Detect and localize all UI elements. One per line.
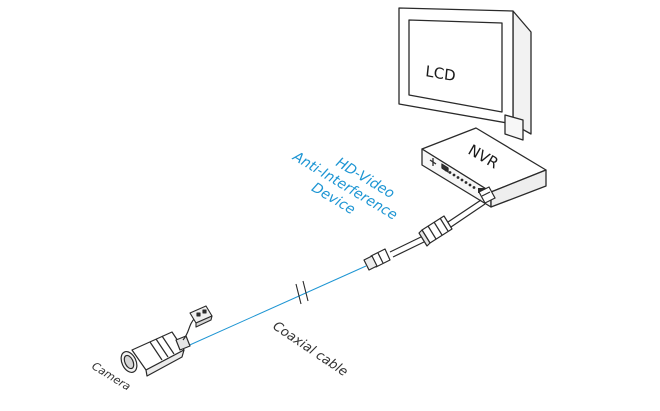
device-label-group: HD-Video Anti-Interference Device — [289, 148, 400, 223]
lcd-monitor — [398, 7, 532, 141]
coaxial-cable — [182, 265, 367, 349]
bnc-plug — [363, 248, 391, 271]
nvr-connector — [478, 186, 496, 204]
anti-interference-device — [418, 215, 453, 247]
coaxial-cable-line — [182, 265, 367, 349]
cable-break-mark — [295, 283, 302, 305]
nvr-recorder — [421, 127, 547, 208]
cable-break-mark — [302, 280, 309, 302]
camera — [120, 317, 196, 377]
lcd-label: LCD — [425, 62, 457, 85]
coaxial-cable-label: Coaxial cable — [270, 319, 351, 380]
nvr-to-device-cable — [389, 199, 486, 258]
power-plug — [189, 305, 213, 328]
